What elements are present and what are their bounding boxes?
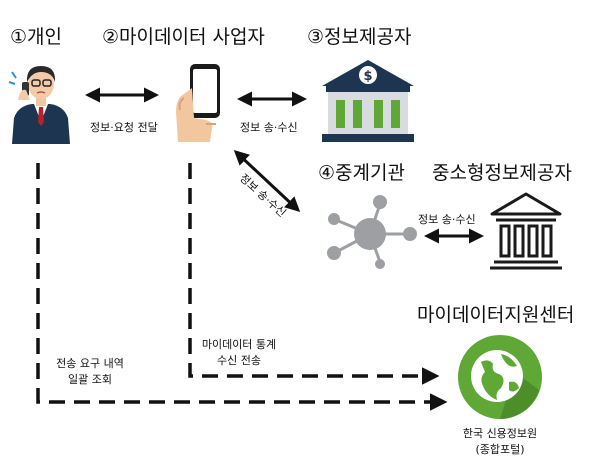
network-hub-icon <box>327 195 417 269</box>
support-center-org: 한국 신용정보원 (종합포털) <box>444 425 556 457</box>
edge-label-operator-provider: 정보 송·수신 <box>240 121 298 134</box>
support-center-org-line1: 한국 신용정보원 <box>462 427 538 440</box>
hand-smartphone-icon <box>176 64 220 142</box>
small-bank-icon <box>490 192 562 270</box>
node-title-broker: ④중계기관 <box>318 162 405 184</box>
edge-label-individual-operator: 정보·요청 전달 <box>90 121 158 134</box>
support-center-org-line2: (종합포털) <box>475 443 525 456</box>
dashed-operator-center <box>188 163 440 385</box>
edge-label-broker-sme: 정보 송·수신 <box>418 213 476 226</box>
dashed-individual-center <box>36 163 448 411</box>
edge-label-operator-center: 마이데이터 통계 수신 전송 <box>192 336 286 368</box>
node-title-mydata-operator: ②마이데이터 사업자 <box>102 26 265 48</box>
edge-label-individual-center-line2: 일괄 조회 <box>68 373 112 386</box>
globe-icon <box>458 335 542 419</box>
node-title-individual: ①개인 <box>10 26 62 48</box>
svg-text:$: $ <box>363 69 372 84</box>
edge-label-individual-center-line1: 전송 요구 내역 <box>56 357 124 370</box>
bank-building-icon: $ <box>322 60 414 142</box>
edge-label-operator-center-line2: 수신 전송 <box>217 354 261 367</box>
edge-label-individual-center: 전송 요구 내역 일괄 조회 <box>44 355 136 387</box>
person-phone-icon <box>8 66 70 144</box>
node-title-info-provider: ③정보제공자 <box>307 26 412 48</box>
node-title-sme-provider: 중소형정보제공자 <box>432 162 572 184</box>
edge-label-operator-center-line1: 마이데이터 통계 <box>201 338 277 351</box>
node-title-support-center: 마이데이터지원센터 <box>417 304 575 326</box>
arrow-operator-broker <box>233 149 301 213</box>
